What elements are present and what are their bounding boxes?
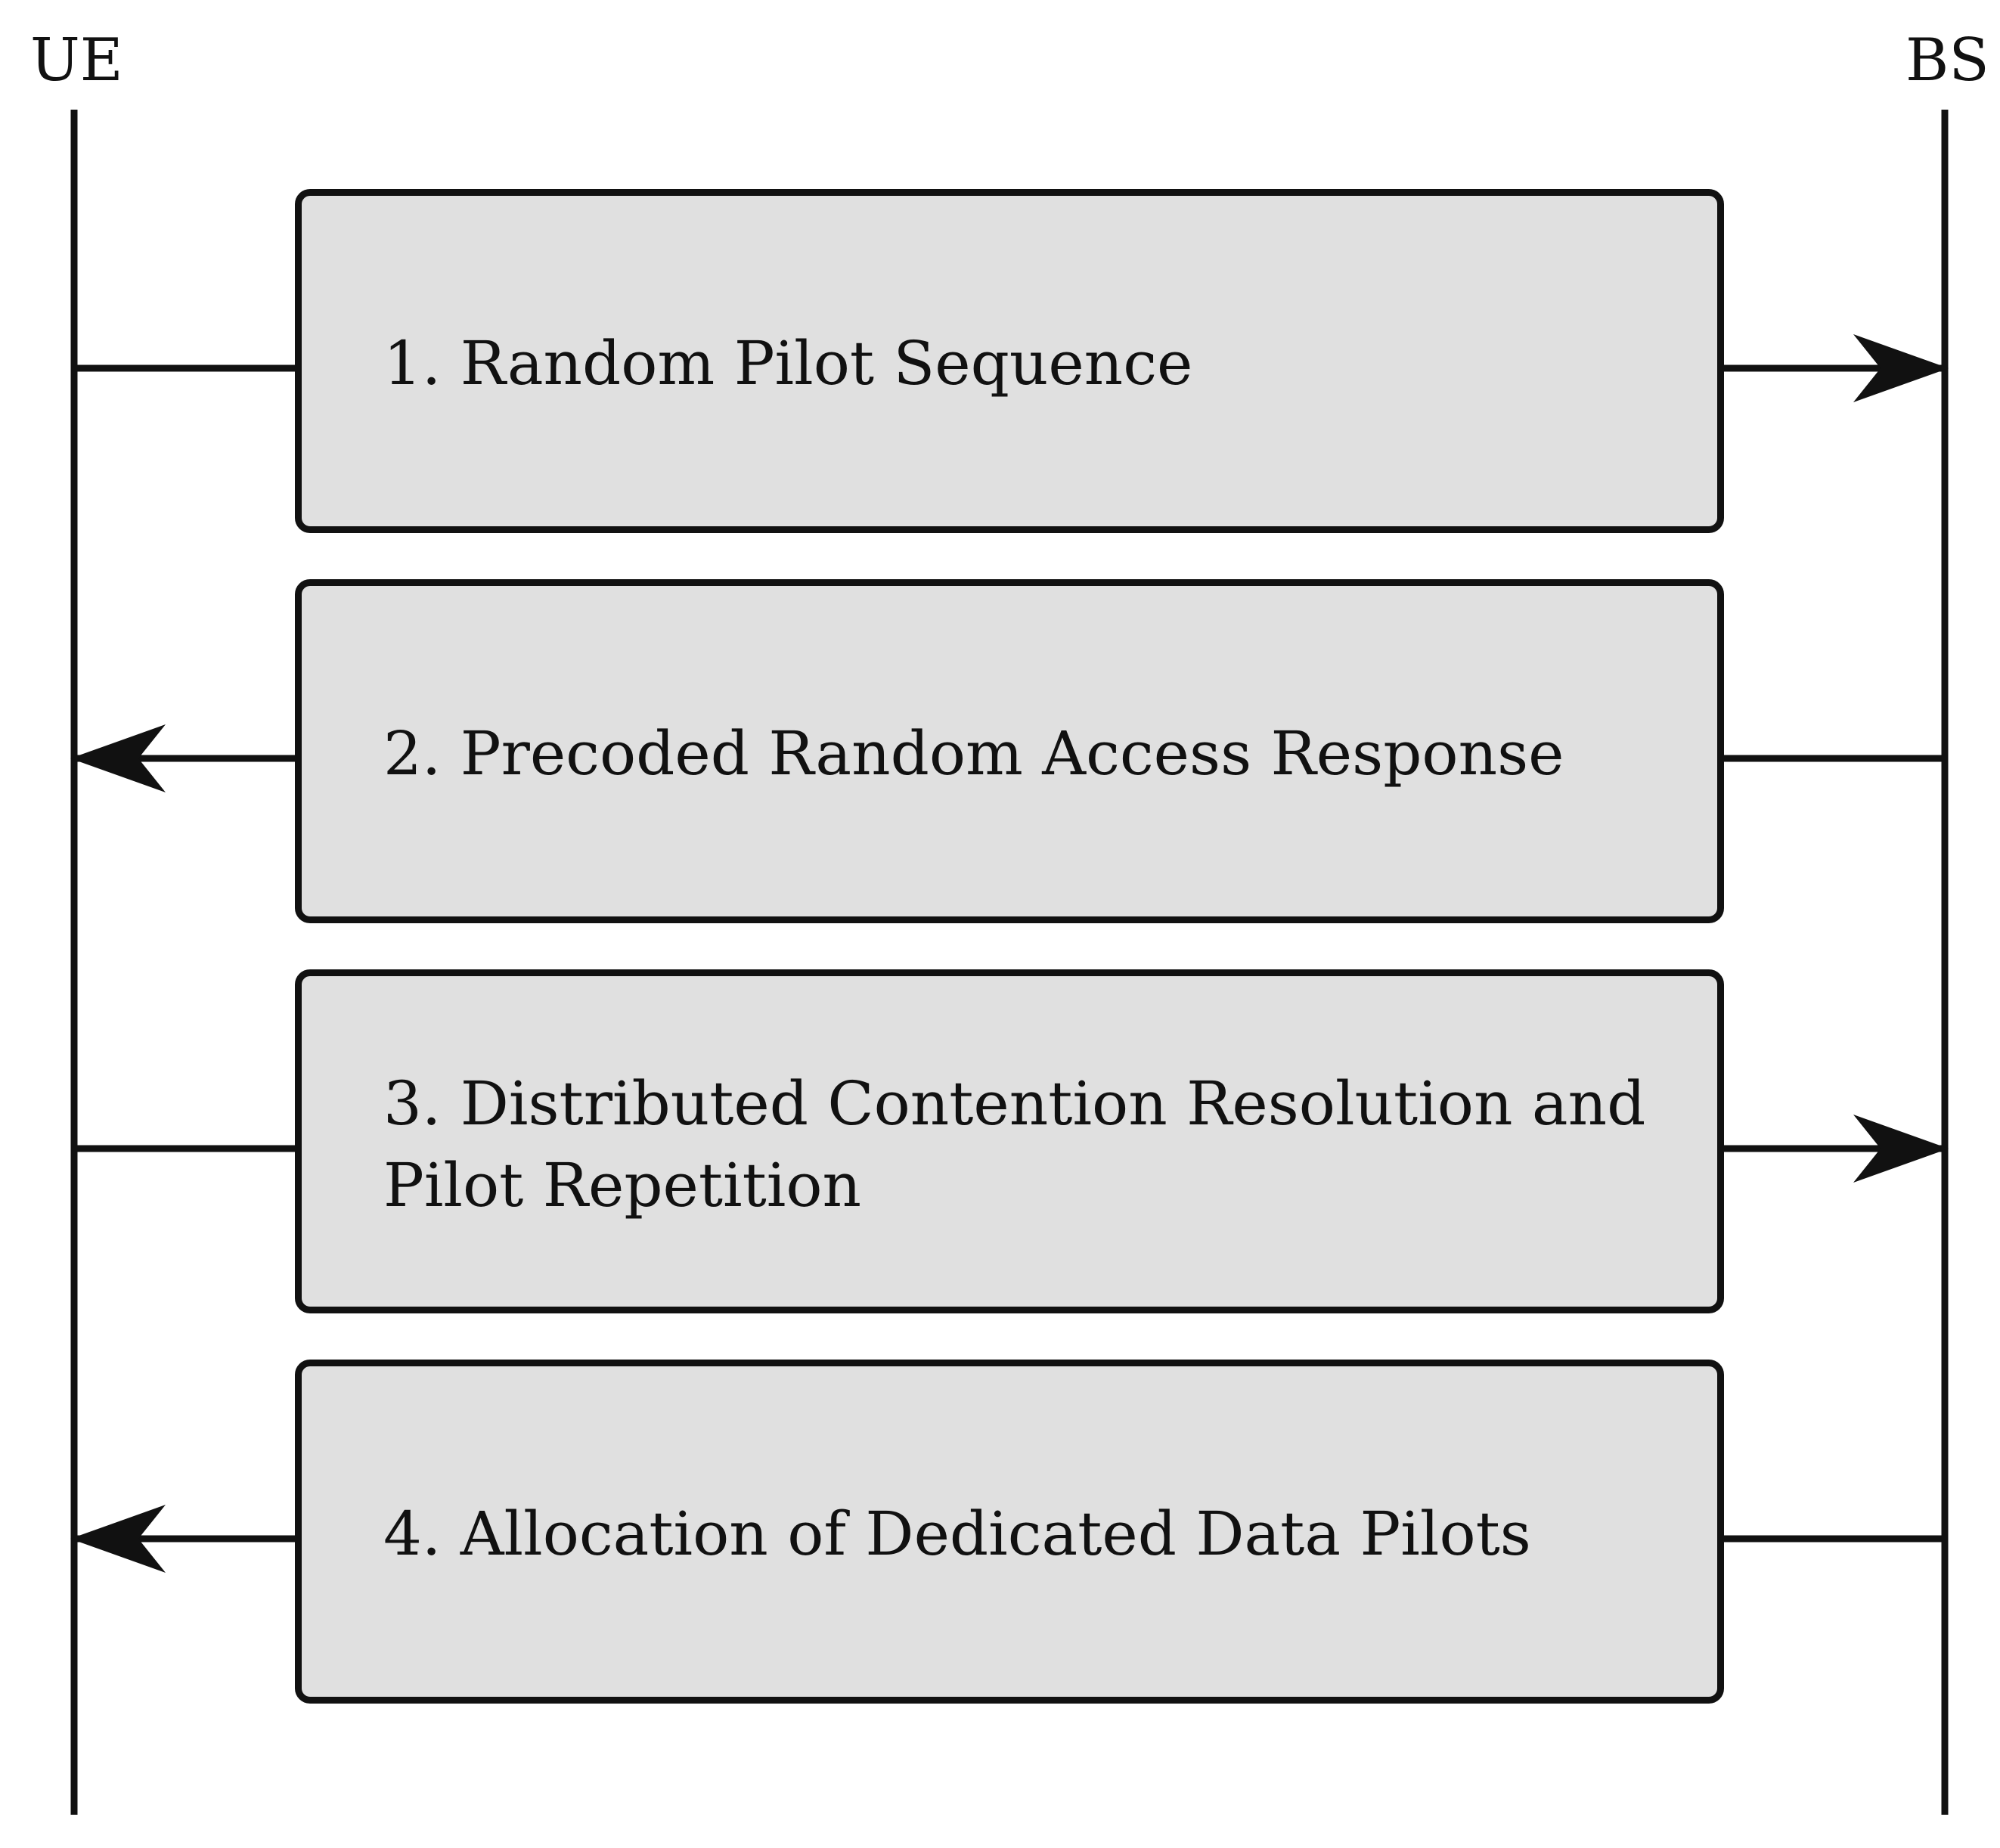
step-box-4: 4. Allocation of Dedicated Data Pilots <box>295 1360 1724 1704</box>
step-box-1: 1. Random Pilot Sequence <box>295 189 1724 533</box>
ue-label: UE <box>30 26 123 95</box>
step-text-1: 1. Random Pilot Sequence <box>383 328 1193 398</box>
step-text-4: 4. Allocation of Dedicated Data Pilots <box>383 1499 1531 1569</box>
message-arrows <box>70 334 1949 1573</box>
bs-label: BS <box>1905 26 1989 95</box>
step-box-2: 2. Precoded Random Access Response <box>295 579 1724 923</box>
step-text-3: 3. Distributed Contention Resolution and… <box>383 1068 1646 1220</box>
step-text-2: 2. Precoded Random Access Response <box>383 718 1564 789</box>
step-box-3: 3. Distributed Contention Resolution and… <box>295 969 1724 1313</box>
